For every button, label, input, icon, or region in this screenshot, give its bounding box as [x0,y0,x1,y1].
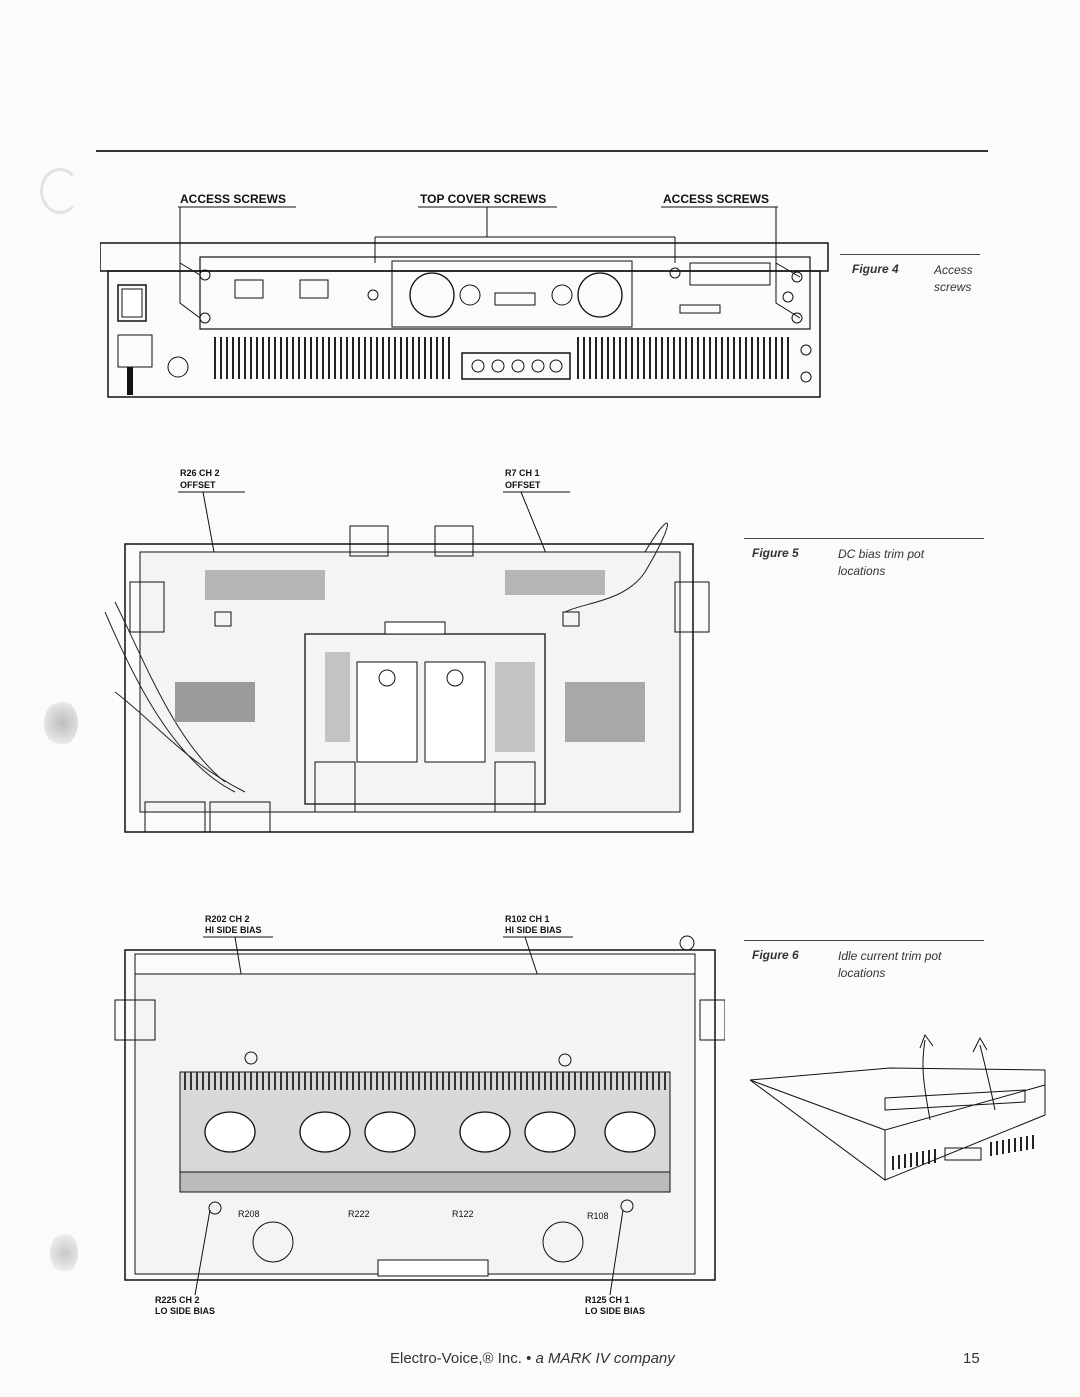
label-r7-ch1: R7 CH 1 [505,468,540,478]
label-r26-ch2: R26 CH 2 [180,468,220,478]
chassis-perspective-drawing [745,1030,1055,1190]
figure-4-rear-panel: ACCESS SCREWS TOP COVER SCREWS ACCESS SC… [99,185,830,415]
figure-6-caption: Figure 6 Idle current trim pot locations [752,948,982,988]
label-r202-ch2: R202 CH 2 [205,914,250,924]
label-r125-lo-side: LO SIDE BIAS [585,1306,645,1316]
label-r122: R122 [452,1209,474,1219]
label-access-screws-left: ACCESS SCREWS [180,192,286,206]
label-r102-hi-side: HI SIDE BIAS [505,925,562,935]
figure-4-caption-line1: Access [934,263,973,277]
label-r125-ch1: R125 CH 1 [585,1295,630,1305]
footer-separator: • [521,1350,536,1367]
figure-6-number: Figure 6 [752,948,799,962]
figure-4-caption-line2: screws [934,280,972,294]
punch-hole-bottom [50,1232,78,1274]
idle-current-board-drawing: R202 CH 2 HI SIDE BIAS R102 CH 1 HI SIDE… [114,914,726,1316]
figure-5-caption-line1: DC bias trim pot [838,547,925,561]
figure-4-caption: Figure 4 Access screws [852,262,1052,302]
header-rule [96,150,988,152]
page-number: 15 [963,1350,980,1367]
label-r225-ch2: R225 CH 2 [155,1295,200,1305]
figure-5-caption: Figure 5 DC bias trim pot locations [752,546,982,586]
label-top-cover-screws: TOP COVER SCREWS [420,192,546,206]
heatsink-fins-right [577,337,789,379]
label-r208: R208 [238,1209,260,1219]
rear-panel-drawing: ACCESS SCREWS TOP COVER SCREWS ACCESS SC… [99,192,829,398]
label-r26-offset: OFFSET [180,480,216,490]
figure-5-caption-rule [744,538,984,539]
figure-5-circuit-board: R26 CH 2 OFFSET R7 CH 1 OFFSET [85,462,725,862]
chassis-inset-svg [749,1033,1046,1181]
punch-hole-middle [44,700,78,746]
figure-4-number: Figure 4 [852,262,899,276]
label-access-screws-right: ACCESS SCREWS [663,192,769,206]
figure-5-number: Figure 5 [752,546,799,560]
page-footer: Electro-Voice,® Inc. • a MARK IV company [390,1350,675,1367]
footer-company: Electro-Voice,® Inc. [390,1350,522,1367]
punch-hole-top [40,168,80,214]
footer-parent-company: a MARK IV company [535,1350,675,1367]
label-r222: R222 [348,1209,370,1219]
figure-6-caption-line2: locations [838,966,886,980]
figure-6-circuit-board: R202 CH 2 HI SIDE BIAS R102 CH 1 HI SIDE… [95,910,726,1325]
figure-6-caption-rule [744,940,984,941]
label-r202-hi-side: HI SIDE BIAS [205,925,262,935]
label-r102-ch1: R102 CH 1 [505,914,550,924]
label-r225-lo-side: LO SIDE BIAS [155,1306,215,1316]
dc-bias-board-drawing: R26 CH 2 OFFSET R7 CH 1 OFFSET [104,468,710,833]
figure-6-caption-line1: Idle current trim pot [838,949,942,963]
label-r108: R108 [587,1211,609,1221]
figure-5-caption-line2: locations [838,564,886,578]
label-r7-offset: OFFSET [505,480,541,490]
heatsink-fins-left [214,337,450,379]
figure-4-caption-rule [840,254,980,255]
